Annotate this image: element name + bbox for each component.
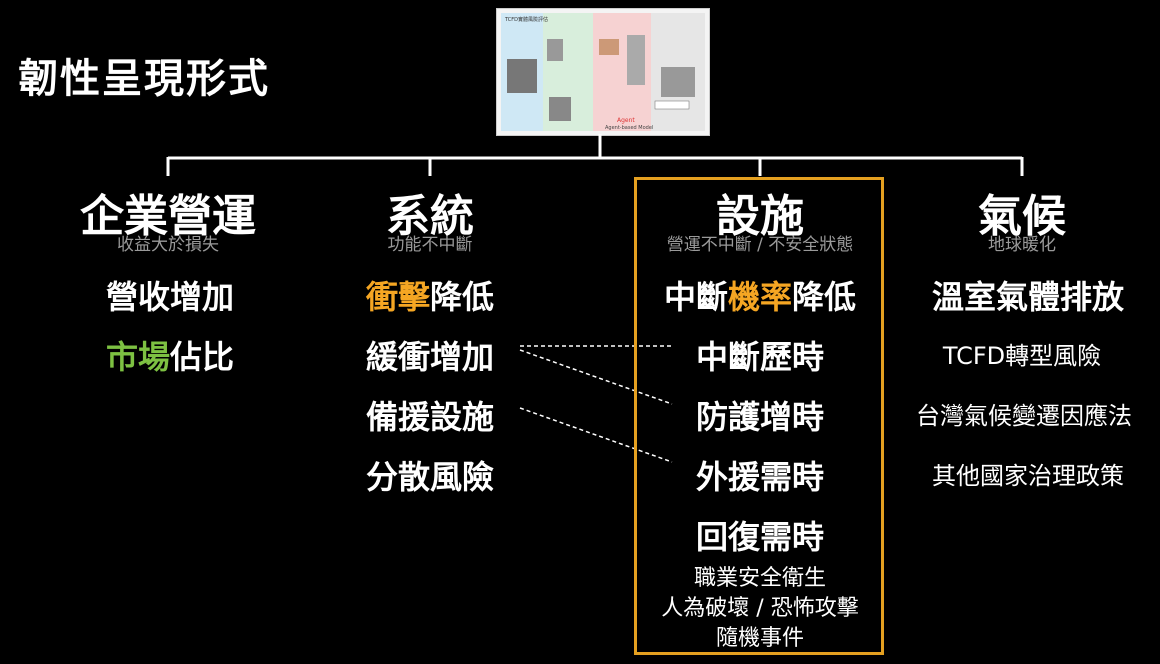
link-backup-aid xyxy=(519,407,673,463)
item-protection-time: 防護增時 xyxy=(695,398,825,436)
item-ghg-emissions: 溫室氣體排放 xyxy=(931,278,1125,316)
thumb-agent-label: Agent xyxy=(617,117,635,124)
item-revenue-increase: 營收增加 xyxy=(105,278,235,316)
heading-enterprise: 企業營運 xyxy=(80,191,256,242)
thumbnail-diagram: TCFD實體風險評估 Agent Agent-based Model xyxy=(501,13,705,131)
page-title: 韌性呈現形式 xyxy=(18,56,270,102)
heading-climate: 氣候 xyxy=(978,191,1066,242)
item-other-country-policies: 其他國家治理政策 xyxy=(932,462,1124,490)
heading-facility: 設施 xyxy=(716,191,804,242)
thumb-photo-4 xyxy=(599,39,619,55)
thumb-photo-2 xyxy=(547,39,563,61)
item-taiwan-climate-act: 台灣氣候變遷因應法 xyxy=(916,402,1132,430)
item-tcfd-transition-risk: TCFD轉型風險 xyxy=(942,342,1102,370)
subtitle-system: 功能不中斷 xyxy=(387,235,473,255)
facility-misc-list: 職業安全衛生 人為破壞 / 恐怖攻擊 隨機事件 xyxy=(661,564,858,654)
thumb-box xyxy=(654,100,690,110)
heading-system: 系統 xyxy=(386,191,474,242)
subtitle-facility: 營運不中斷 / 不安全狀態 xyxy=(666,235,854,255)
item-buffer-increase: 緩衝增加 xyxy=(365,338,495,376)
thumb-photo-5 xyxy=(627,35,645,85)
item-recovery-time: 回復需時 xyxy=(695,518,825,556)
facility-highlight-box xyxy=(634,177,884,655)
item-market-share: 市場佔比 xyxy=(105,338,235,376)
link-buffer-protection xyxy=(519,349,673,405)
item-risk-diversification: 分散風險 xyxy=(365,458,495,496)
agent-model-thumbnail: TCFD實體風險評估 Agent Agent-based Model xyxy=(496,8,710,136)
misc-sabotage-terrorism: 人為破壞 / 恐怖攻擊 xyxy=(661,596,859,621)
misc-random-events: 隨機事件 xyxy=(715,626,804,651)
item-interruption-probability: 中斷機率降低 xyxy=(663,278,857,316)
subtitle-enterprise: 收益大於損失 xyxy=(117,235,219,255)
item-backup-facility: 備援設施 xyxy=(365,398,495,436)
thumb-photo-6 xyxy=(661,67,695,97)
item-external-aid-time: 外援需時 xyxy=(695,458,825,496)
thumb-photo-1 xyxy=(507,59,537,93)
item-impact-reduction: 衝擊降低 xyxy=(365,278,495,316)
item-interruption-duration: 中斷歷時 xyxy=(695,338,825,376)
thumb-photo-3 xyxy=(549,97,571,121)
subtitle-climate: 地球暖化 xyxy=(988,235,1056,255)
misc-occupational-safety: 職業安全衛生 xyxy=(693,566,826,591)
thumb-model-label: Agent-based Model xyxy=(605,125,653,131)
thumb-caption: TCFD實體風險評估 xyxy=(504,16,548,23)
